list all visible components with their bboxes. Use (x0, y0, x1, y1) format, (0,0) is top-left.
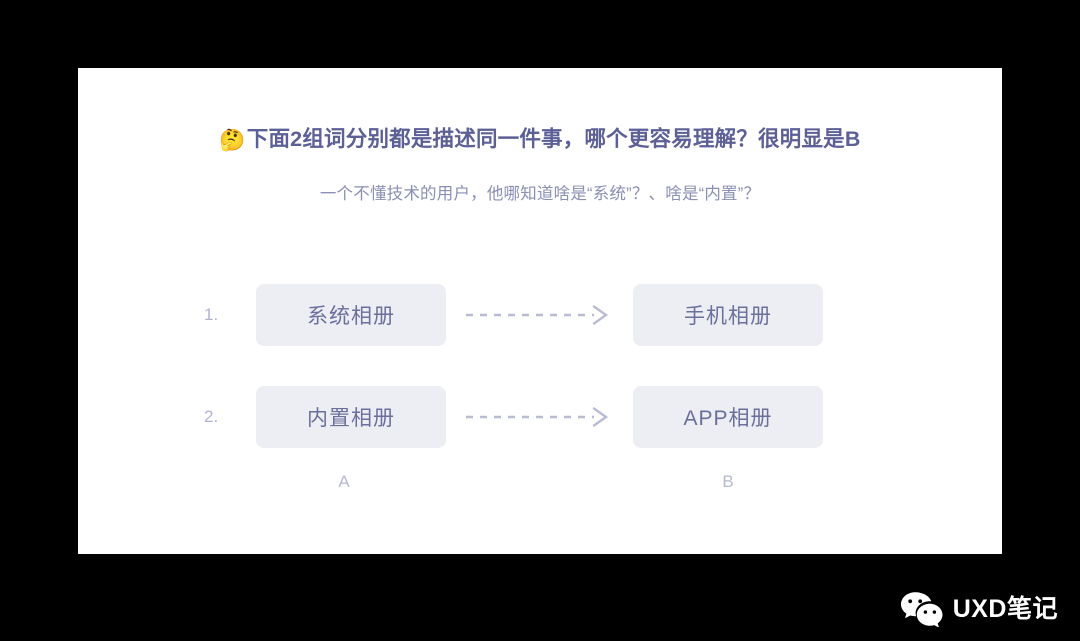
row-number: 1. (204, 305, 219, 324)
option-b-card[interactable]: 手机相册 (633, 284, 823, 346)
row-number: 2. (204, 407, 219, 426)
caption-column-b: B (722, 472, 734, 491)
dashed-arrow-icon (466, 407, 609, 427)
page-subtitle: 一个不懂技术的用户，他哪知道啥是“系统”？、啥是“内置”？ (319, 185, 761, 203)
slide-panel: 🤔下面2组词分别都是描述同一件事，哪个更容易理解？很明显是B 一个不懂技术的用户… (78, 68, 1002, 554)
wechat-icon (900, 592, 943, 627)
watermark-label: UXD笔记 (952, 594, 1058, 623)
dashed-arrow-icon (466, 305, 609, 325)
column-captions: A B (78, 472, 1002, 498)
comparison-row: 1. 系统相册 手机相册 (78, 284, 1002, 346)
option-a-card[interactable]: 系统相册 (256, 284, 446, 346)
comparison-rows: 1. 系统相册 手机相册 2. 内置相册 APP相册 (78, 284, 1002, 488)
page-title-text: 下面2组词分别都是描述同一件事，哪个更容易理解？很明显是B (246, 127, 861, 151)
caption-column-a: A (338, 472, 350, 491)
option-b-card[interactable]: APP相册 (633, 386, 823, 448)
page-title: 🤔下面2组词分别都是描述同一件事，哪个更容易理解？很明显是B (78, 122, 1002, 153)
comparison-row: 2. 内置相册 APP相册 (78, 386, 1002, 448)
thinking-face-icon: 🤔 (219, 129, 246, 152)
option-a-card[interactable]: 内置相册 (256, 386, 446, 448)
watermark: UXD笔记 (900, 591, 1058, 627)
